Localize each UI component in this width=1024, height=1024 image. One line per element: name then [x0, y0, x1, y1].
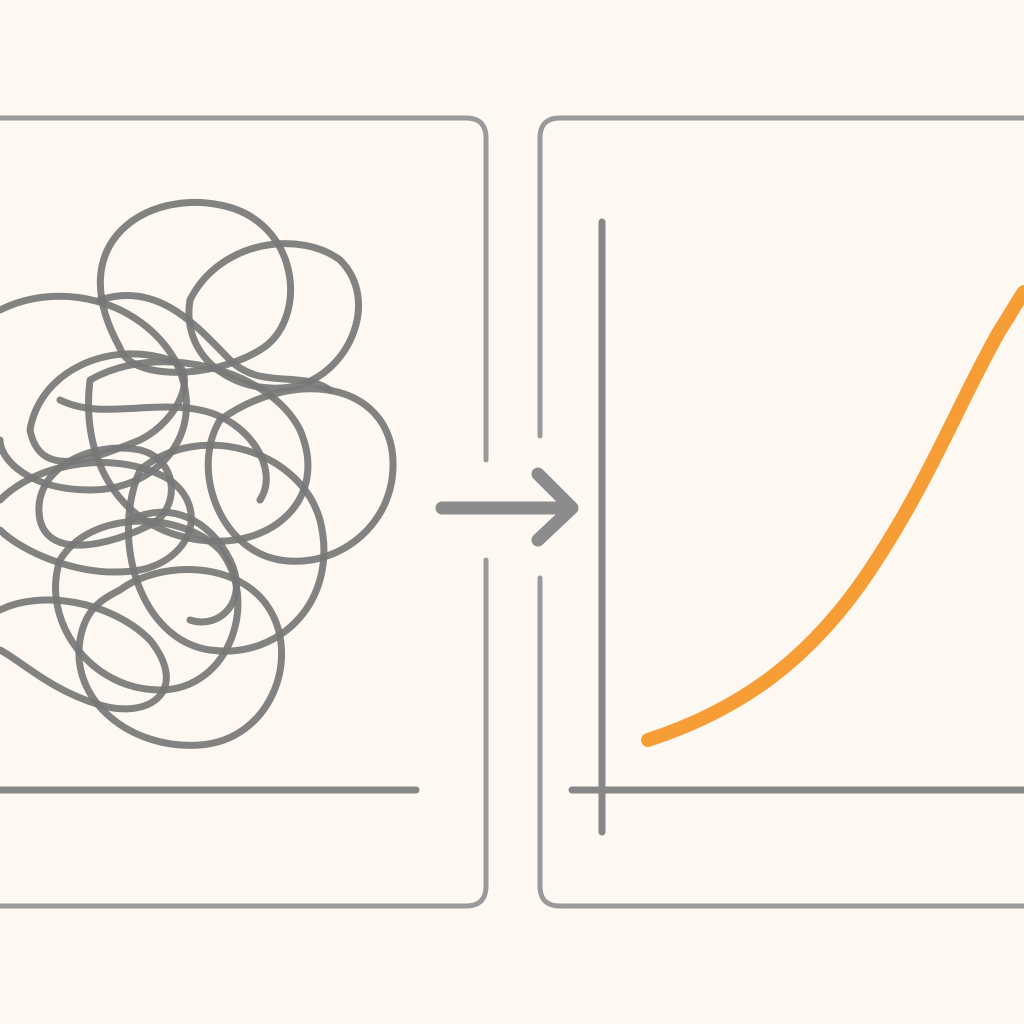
scribble-strand: [56, 396, 270, 504]
scribble-strand: [96, 291, 334, 394]
right-panel-frame: [537, 115, 1024, 909]
right-arrow-icon: [435, 467, 579, 547]
scribble-loop: [35, 444, 175, 549]
scribble-loop: [0, 596, 170, 713]
left-panel-frame: [0, 115, 489, 909]
scribble-strand: [126, 508, 240, 626]
left-panel: [0, 115, 489, 909]
tangled-scribble-icon: [0, 198, 397, 749]
scribble-loop: [96, 198, 294, 376]
rising-curve: [641, 285, 1024, 747]
scribble-loop: [85, 358, 312, 545]
scribble-loop: [75, 566, 286, 749]
arrow-head: [531, 467, 579, 547]
right-panel: [537, 115, 1024, 909]
